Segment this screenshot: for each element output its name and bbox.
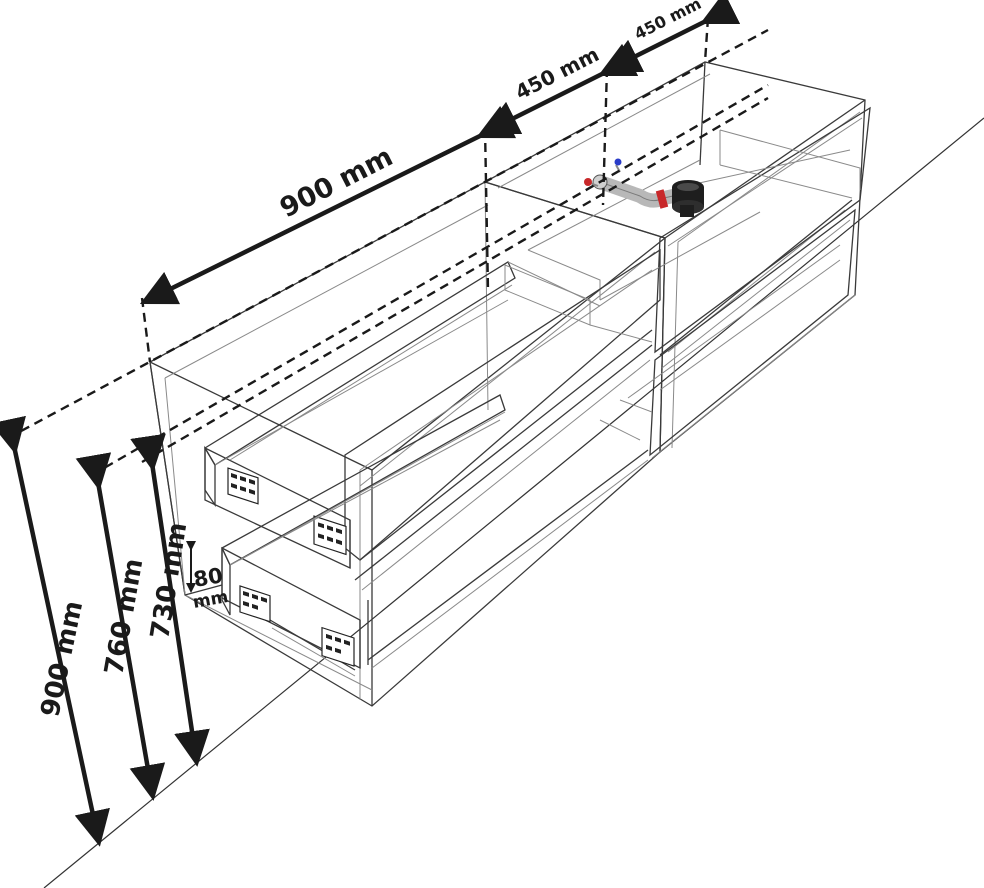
label-width-right: 450 mm xyxy=(631,0,704,44)
drawer-runner-icon xyxy=(227,467,259,505)
drawer-runner-icon xyxy=(321,626,355,667)
arrow-width-total xyxy=(139,105,517,305)
drain-pipe xyxy=(593,175,689,208)
label-width-total: 900 mm xyxy=(275,141,398,224)
dimension-arrows xyxy=(0,0,741,847)
upper-drawer xyxy=(204,248,661,591)
label-height-low: 730 mm xyxy=(145,520,193,641)
lower-drawer xyxy=(184,394,649,677)
water-tap-cold-icon xyxy=(614,158,622,173)
arrow-width-left xyxy=(481,43,639,135)
arrow-width-right xyxy=(603,0,741,73)
dimension-labels: 900 mm 450 mm 450 mm 900 mm 760 mm 730 m… xyxy=(36,0,705,719)
label-height-total: 900 mm xyxy=(36,598,90,719)
wall-floor-line xyxy=(43,117,984,888)
water-tap-hot-icon xyxy=(584,178,599,187)
pipe-red-ring xyxy=(655,189,669,209)
siphon-icon xyxy=(672,180,704,217)
label-height-mid: 760 mm xyxy=(99,556,149,677)
arrow-height-low xyxy=(130,433,210,767)
drawer-runner-icon xyxy=(313,515,347,556)
label-gap-value: 80 xyxy=(192,563,225,592)
drawer-runner-icon xyxy=(239,585,271,623)
plumbing xyxy=(584,158,704,217)
